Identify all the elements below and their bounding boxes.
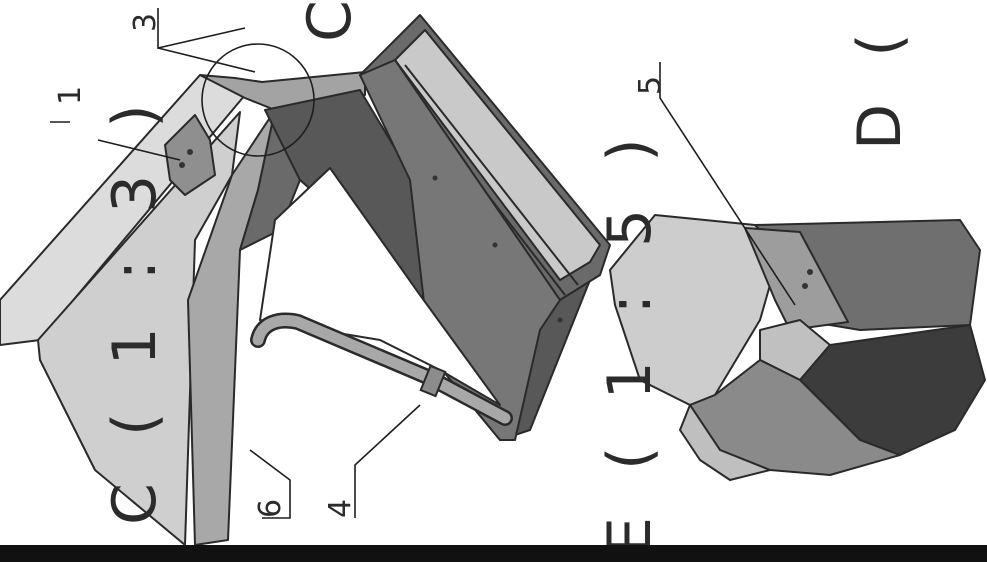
- callout-6-label: 6: [253, 499, 288, 518]
- right-frame-rail: [394, 29, 601, 281]
- callout-4-label: 4: [323, 499, 358, 518]
- leader-3a: [157, 8, 246, 50]
- leader-4: [354, 404, 421, 518]
- callout-3-label: 3: [128, 13, 163, 32]
- support-rod-fill: [252, 315, 511, 424]
- leader-6: [249, 449, 291, 519]
- detail-screw-2: [802, 283, 808, 289]
- detail-c-circle: [201, 43, 315, 157]
- assembly-view: [0, 14, 611, 546]
- detail-view-e: [609, 214, 986, 481]
- corner-c-label: C: [295, 0, 365, 42]
- detail-bracket: [744, 227, 849, 331]
- sloped-panel-light: [37, 111, 241, 546]
- leaders: [50, 8, 796, 519]
- detail-d-title: D ( 1 :: [845, 0, 915, 150]
- rail-line-2: [404, 64, 579, 286]
- callout-5-label: 5: [633, 76, 668, 95]
- leader-5: [659, 62, 796, 306]
- screw-1: [432, 175, 438, 181]
- detail-e-title: E ( 1 : 5 ): [595, 124, 665, 555]
- detail-screw-1: [807, 269, 813, 275]
- leader-3b: [157, 47, 256, 73]
- lower-frame-bar: [359, 59, 561, 441]
- rod-collar: [419, 364, 447, 398]
- leader-1: [97, 139, 181, 161]
- sheet-bottom-border: [0, 545, 987, 562]
- detail-c-title: C ( 1 : 3 ): [100, 90, 170, 525]
- screw-3: [557, 317, 563, 323]
- screw-2: [492, 242, 498, 248]
- detail-bottom-light: [679, 404, 771, 481]
- callout-1-label: 1: [53, 86, 88, 105]
- hinge-bracket: [164, 114, 216, 196]
